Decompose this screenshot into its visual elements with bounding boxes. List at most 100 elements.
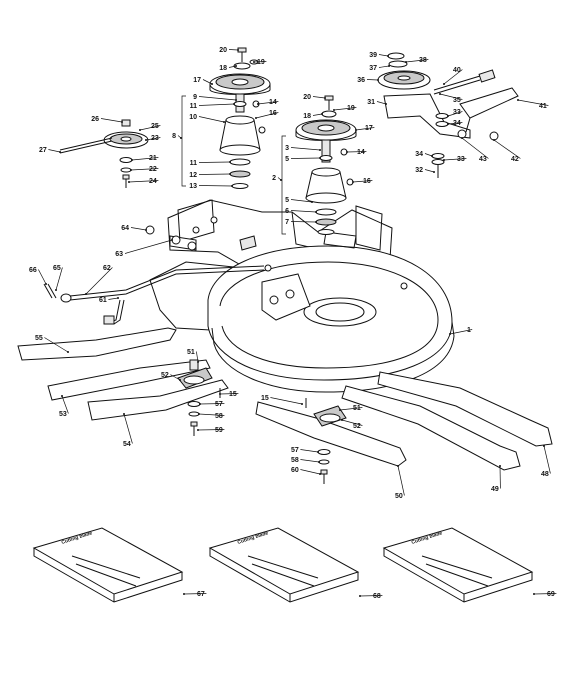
- callout-25: 25: [139, 123, 161, 131]
- callout-leader: [290, 157, 321, 159]
- callout-19a: 19: [253, 59, 267, 66]
- callout-14b: 14: [346, 149, 367, 156]
- callout-label: 64: [121, 225, 129, 232]
- callout-label: 34: [415, 151, 423, 158]
- callout-60: 60: [291, 467, 321, 475]
- callout-57b: 57: [291, 447, 319, 454]
- callout-35: 35: [439, 93, 463, 104]
- callout-23: 23: [145, 135, 161, 142]
- callout-leader: [312, 96, 326, 99]
- callout-dot: [180, 137, 182, 139]
- callout-label: 3: [285, 145, 289, 152]
- callout-label: 9: [193, 94, 197, 101]
- callout-label: 60: [291, 467, 299, 474]
- callout-leader: [290, 221, 317, 223]
- callout-5a: 5: [285, 156, 321, 163]
- callout-69: 69: [533, 591, 557, 598]
- callout-label: 24: [149, 178, 157, 185]
- callout-dot: [55, 289, 57, 291]
- callout-label: 34: [453, 120, 461, 127]
- callout-leader: [198, 103, 235, 106]
- callout-leader: [253, 61, 267, 63]
- callout-dot: [315, 211, 317, 213]
- callout-leader: [290, 210, 317, 213]
- callout-dot: [517, 99, 519, 101]
- callout-13: 13: [189, 183, 233, 190]
- callout-dot: [145, 139, 147, 141]
- callout-dot: [130, 169, 132, 171]
- callout-dot: [346, 151, 348, 153]
- callout-dot: [219, 393, 221, 395]
- callout-leader: [123, 413, 133, 444]
- callout-label: 6: [285, 208, 289, 215]
- callout-leader: [461, 137, 489, 159]
- callout-dot: [321, 113, 323, 115]
- callout-41: 41: [517, 99, 549, 110]
- callout-10: 10: [189, 114, 225, 123]
- callout-leader: [130, 168, 159, 171]
- callout-dot: [128, 181, 130, 183]
- callout-leader: [366, 79, 379, 81]
- callout-label: 61: [99, 297, 107, 304]
- callout-label: 35: [453, 97, 461, 104]
- callout-dot: [121, 121, 123, 123]
- callout-dot: [179, 379, 181, 381]
- callout-leader: [61, 395, 69, 414]
- callout-leader: [300, 459, 320, 463]
- callout-leader: [198, 161, 231, 163]
- callout-dot: [67, 351, 69, 353]
- callout-label: 16: [363, 178, 371, 185]
- callout-31: 31: [367, 99, 387, 106]
- callout-label: 42: [511, 156, 519, 163]
- callout-leader: [198, 185, 233, 187]
- callout-leader: [202, 79, 213, 85]
- callout-dot: [315, 221, 317, 223]
- callout-leader: [139, 125, 161, 131]
- callout-label: 62: [103, 265, 111, 272]
- callout-dot: [229, 173, 231, 175]
- callout-dot: [85, 293, 87, 295]
- callout-leader: [447, 122, 463, 125]
- callout-leader: [198, 96, 237, 101]
- callout-37: 37: [369, 65, 390, 72]
- callout-24: 24: [128, 178, 159, 185]
- callout-label: 52: [161, 372, 169, 379]
- callout-leader: [85, 267, 113, 295]
- callout-dot: [257, 103, 259, 105]
- callout-57a: 57: [199, 401, 225, 408]
- callout-dot: [139, 129, 141, 131]
- callout-leader: [198, 413, 225, 416]
- callout-59: 59: [197, 427, 225, 434]
- callout-dot: [339, 409, 341, 411]
- callout-dot: [255, 117, 257, 119]
- callout-label: 57: [291, 447, 299, 454]
- callout-label: 36: [357, 77, 365, 84]
- callout-label: 59: [215, 427, 223, 434]
- callout-label: 19: [347, 105, 355, 112]
- callout-leader: [255, 112, 279, 119]
- callout-leader: [449, 329, 473, 335]
- callout-label: 51: [187, 349, 195, 356]
- callout-dot: [397, 465, 399, 467]
- callout-dot: [449, 333, 451, 335]
- callout-label: 32: [415, 167, 423, 174]
- callout-dot: [352, 181, 354, 183]
- callout-leader: [378, 65, 390, 68]
- callout-dot: [61, 395, 63, 397]
- callout-18a: 18: [219, 65, 237, 72]
- callout-17b: 17: [355, 125, 375, 132]
- blade-set: [17, 327, 553, 484]
- callout-55: 55: [35, 335, 69, 353]
- callout-label: 63: [115, 251, 123, 258]
- callout-dot: [318, 461, 320, 463]
- callout-leader: [228, 49, 239, 51]
- callout-dot: [145, 229, 147, 231]
- callout-62: 62: [85, 265, 113, 295]
- callout-label: 48: [541, 471, 549, 478]
- callout-58a: 58: [198, 413, 225, 420]
- callout-54: 54: [123, 413, 133, 448]
- callout-leader: [130, 227, 147, 231]
- callout-label: 2: [272, 175, 276, 182]
- callout-label: 13: [189, 183, 197, 190]
- callout-label: 52: [353, 423, 361, 430]
